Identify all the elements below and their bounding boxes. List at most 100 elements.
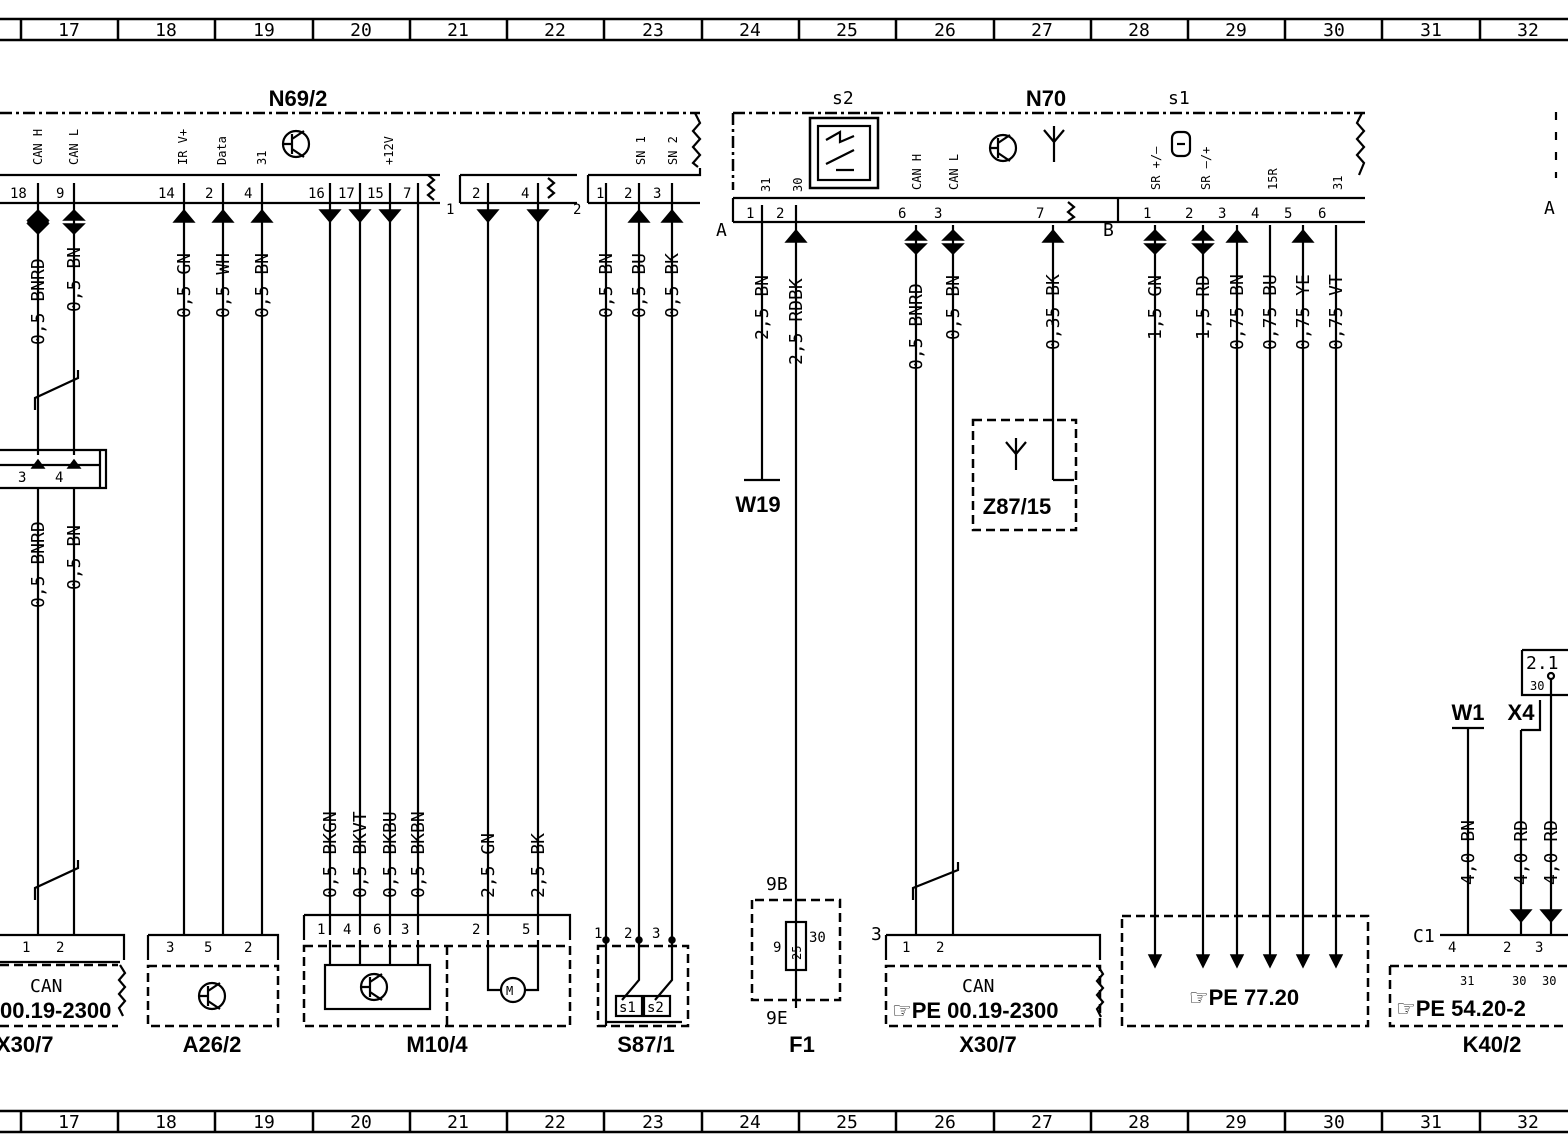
pin-number: 3	[934, 206, 942, 222]
grid-num: 32	[1517, 1112, 1539, 1133]
pin-number: 2	[1185, 206, 1193, 222]
connector-label: A	[716, 220, 727, 241]
pin-label: CAN H	[31, 129, 45, 165]
pin-number: 4	[521, 186, 529, 202]
pin-label: 31	[1331, 176, 1345, 190]
pin-number: 4	[244, 186, 252, 202]
wire-label: 0,5 BN	[943, 275, 964, 340]
component-label: S87/1	[617, 1032, 675, 1057]
reference-label: 00.19-2300	[0, 998, 111, 1023]
wire-label: 1,5 RD	[1193, 275, 1214, 340]
pin-label: SR –/+	[1199, 147, 1213, 190]
pin-number: 1	[1143, 206, 1151, 222]
wire-label: 0,5 BNRD	[28, 521, 49, 608]
wire-label: 0,5 BNRD	[906, 283, 927, 370]
grid-num: 25	[836, 20, 858, 41]
wire-label: 0,5 BKBU	[380, 811, 401, 898]
wire-label: 0,5 BN	[64, 525, 85, 590]
pin-number: 3	[401, 922, 409, 938]
pin-number: 1	[594, 926, 602, 942]
grid-num: 19	[253, 1112, 275, 1133]
fuse-label: 9E	[766, 1008, 788, 1029]
pin-label: 30	[791, 178, 805, 192]
pin-number: 5	[522, 922, 530, 938]
pin-number: 3	[652, 926, 660, 942]
transistor-icon	[281, 129, 311, 159]
grid-num: 20	[350, 20, 372, 41]
grid-num: 23	[642, 20, 664, 41]
grid-num: 23	[642, 1112, 664, 1133]
component-label: X4	[1508, 700, 1536, 725]
pin-label: CAN L	[947, 154, 961, 190]
connector-label: A	[1544, 198, 1555, 219]
pin-label: CAN L	[67, 129, 81, 165]
box-pin: 30	[1530, 679, 1544, 693]
grid-num: 18	[155, 20, 177, 41]
wire-label: 2,5 BN	[752, 275, 773, 340]
sub-label: s1	[1168, 88, 1190, 109]
grid-num: 26	[934, 20, 956, 41]
wire-label: 0,5 WH	[213, 253, 234, 318]
pin-number: 2	[1503, 940, 1511, 956]
pin-number: 7	[403, 186, 411, 202]
wire-label: 0,5 GN	[174, 253, 195, 318]
component-label: A26/2	[183, 1032, 242, 1057]
pin-number: 6	[898, 206, 906, 222]
switch-icon	[1170, 130, 1192, 158]
module-n69-2: N69/2 CAN H CAN L IR V+ Data 31 +12V SN …	[0, 86, 702, 218]
pin-number: 2	[936, 940, 944, 956]
antenna-icon	[1043, 126, 1065, 162]
can-label: CAN	[30, 976, 63, 997]
component-k40-2: C1 4 2 3 31 30 30 ☞PE 54.20-2 K40/2 2.1 …	[1388, 648, 1568, 1057]
pin-label: IR V+	[176, 129, 190, 165]
pin-number: 2	[776, 206, 784, 222]
pin-number: 18	[10, 186, 27, 202]
can-label: CAN	[962, 976, 995, 997]
wire-label: 2,5 RDBK	[786, 278, 807, 365]
grid-num: 29	[1225, 20, 1247, 41]
pin-number: 6	[1318, 206, 1326, 222]
component-s87-1: s1 s2 1 2 3 S87/1	[594, 926, 690, 1057]
wire-label: 0,5 BKBN	[408, 811, 429, 898]
grid-num: 31	[1420, 1112, 1442, 1133]
pin-number: 1	[902, 940, 910, 956]
component-label: F1	[789, 1032, 815, 1057]
transistor-icon	[359, 972, 389, 1002]
pin-label: CAN H	[910, 154, 924, 190]
grid-num: 20	[350, 1112, 372, 1133]
pin-number: 5	[204, 940, 212, 956]
grid-num: 17	[58, 20, 80, 41]
wire-label: 0,5 BKGN	[320, 811, 341, 898]
antenna-icon	[1005, 438, 1027, 470]
grid-ruler-top: 17 18 19 20 21 22 23 24 25 26 27 28 29 3…	[0, 17, 1568, 42]
grid-ruler-bottom: 17 18 19 20 21 22 23 24 25 26 27 28 29 3…	[0, 1109, 1568, 1134]
wire-label: 0,5 BKVT	[350, 811, 371, 898]
fuse-rating: 25	[790, 946, 804, 960]
pin-number: 2	[205, 186, 213, 202]
motor-icon	[499, 976, 527, 1004]
display-icon	[808, 116, 880, 190]
switch-label: s2	[647, 1000, 664, 1016]
wire-label: 0,5 BNRD	[28, 258, 49, 345]
grid-num: 32	[1517, 20, 1539, 41]
fuse-label: 9	[773, 940, 781, 956]
pin-label: 31	[255, 151, 269, 165]
pin-label: +12V	[382, 136, 396, 165]
box-label: 2.1	[1526, 653, 1559, 674]
pin-label: SN 1	[634, 136, 648, 165]
connector-label: C1	[1413, 926, 1435, 947]
pin-label: 15R	[1266, 168, 1280, 190]
component-x30-7-left: 1 2 CAN 00.19-2300 X30/7	[0, 933, 127, 1057]
component-m10-4: M 1 4 6 3 2 5 M10/4	[302, 913, 572, 1057]
pin-number: 2	[472, 186, 480, 202]
reference-label: ☞PE 00.19-2300	[892, 998, 1059, 1023]
component-label: X30/7	[0, 1032, 54, 1057]
component-z87-15: Z87/15	[971, 418, 1078, 532]
reference-label: ☞PE 77.20	[1189, 985, 1299, 1010]
wire-label: 0,5 BN	[252, 253, 273, 318]
grid-num: 28	[1128, 1112, 1150, 1133]
component-label: K40/2	[1463, 1032, 1522, 1057]
transistor-icon	[988, 133, 1018, 163]
svg-text:M: M	[506, 984, 513, 998]
